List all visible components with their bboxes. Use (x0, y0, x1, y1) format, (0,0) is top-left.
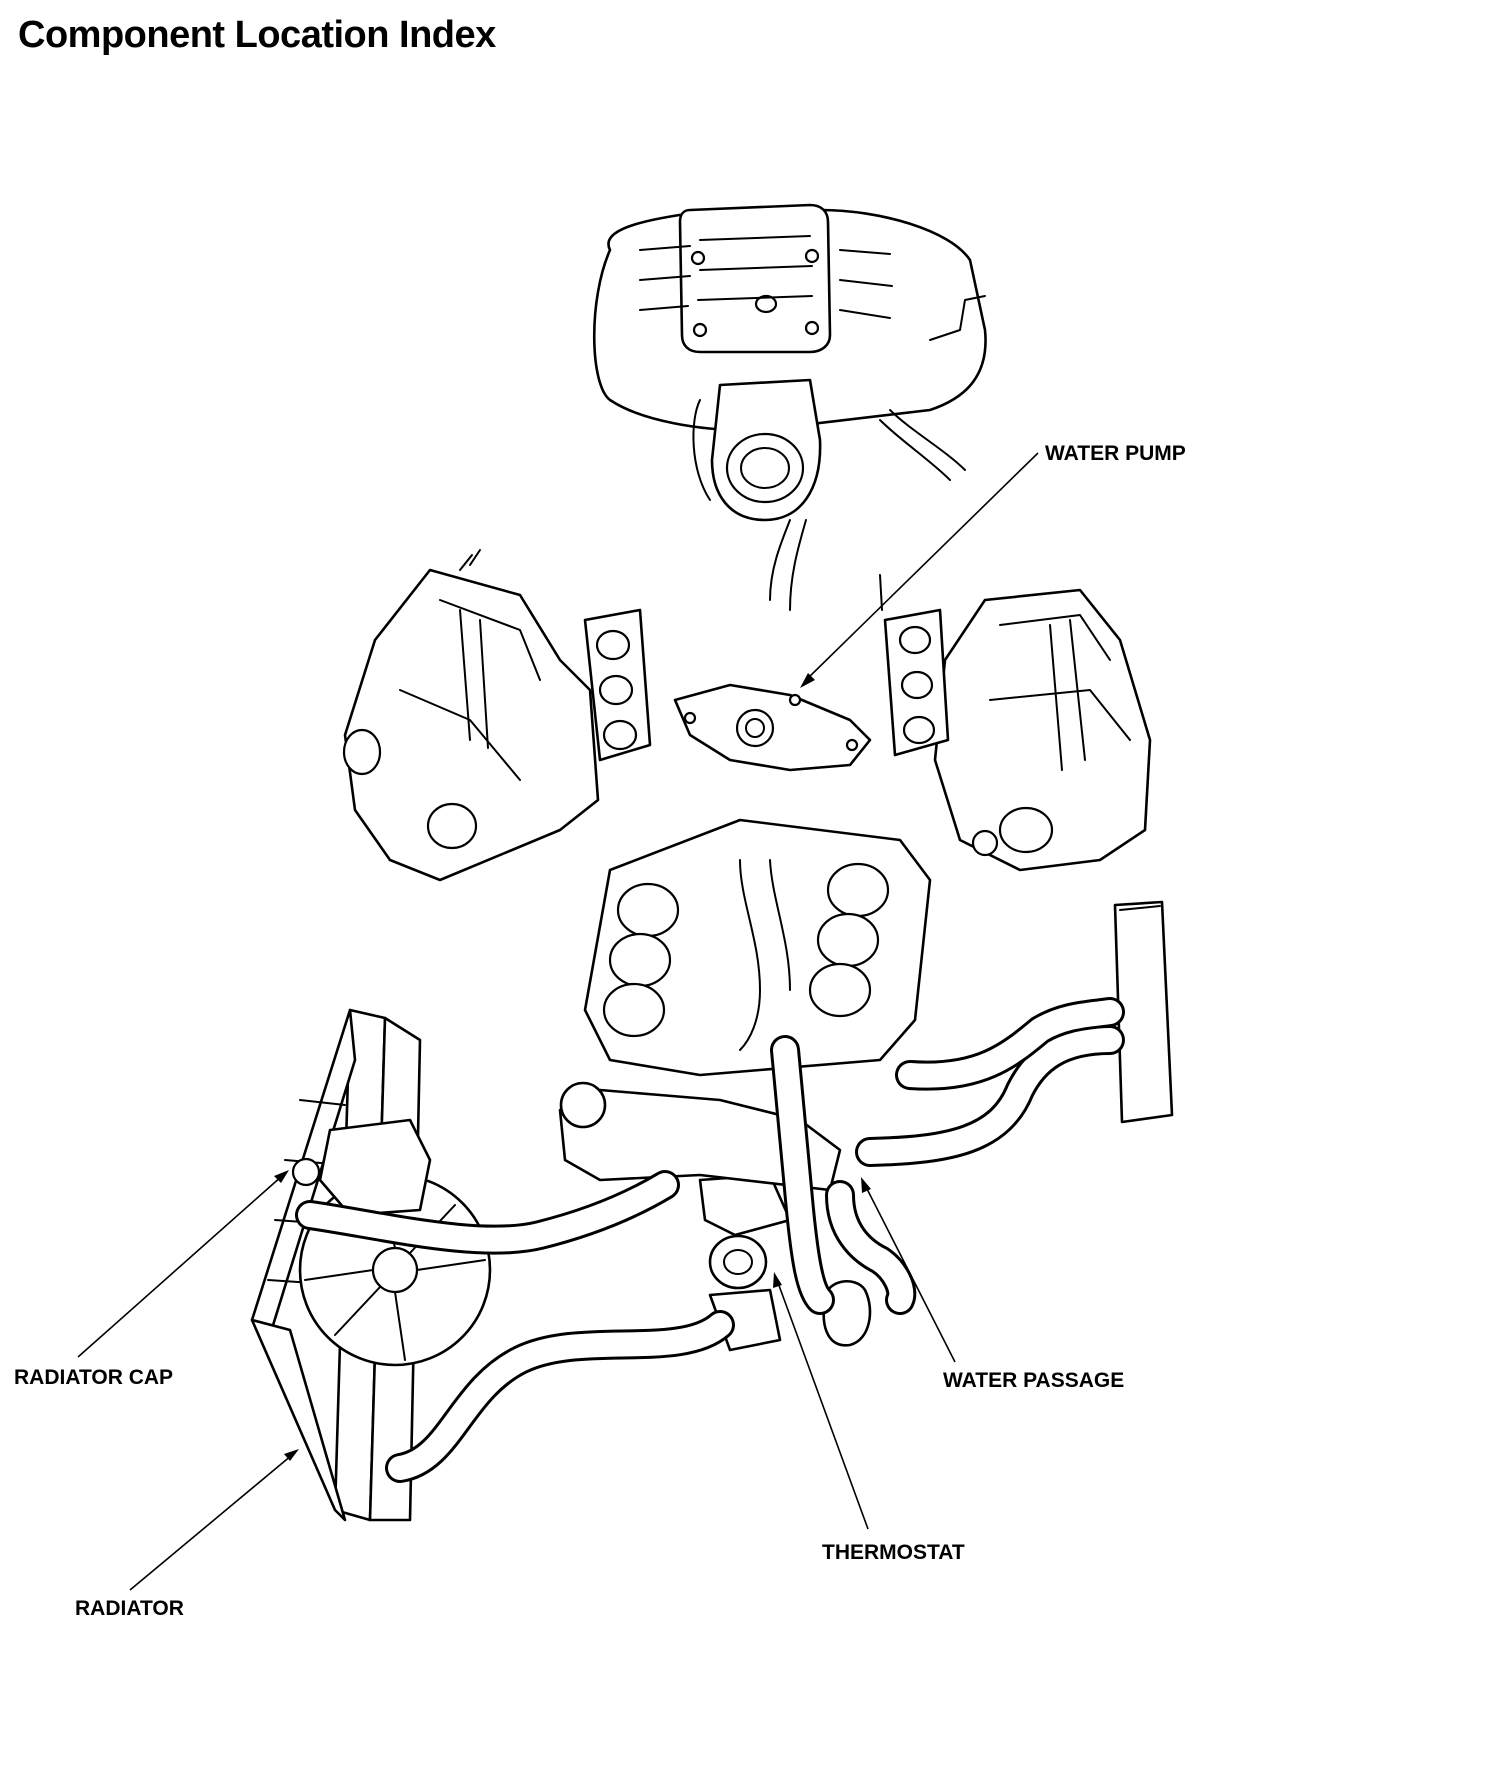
page-title: Component Location Index (18, 14, 496, 56)
water-passage (558, 1081, 872, 1347)
water-pump (673, 683, 872, 772)
thermostat-label: THERMOSTAT (822, 1541, 965, 1564)
engine-block (583, 818, 932, 1077)
callout-leaders (77, 452, 1039, 1591)
radiator-label: RADIATOR (75, 1597, 184, 1620)
right-cylinder-head (879, 574, 1152, 872)
water-pump-label: WATER PUMP (1045, 442, 1186, 465)
intake-manifold (592, 203, 987, 611)
radiator (250, 1008, 492, 1522)
coolant-hoses (295, 997, 1125, 1483)
left-cylinder-head (342, 549, 652, 882)
radiator-cap-label: RADIATOR CAP (14, 1366, 174, 1389)
water-passage-label: WATER PASSAGE (943, 1369, 1125, 1392)
